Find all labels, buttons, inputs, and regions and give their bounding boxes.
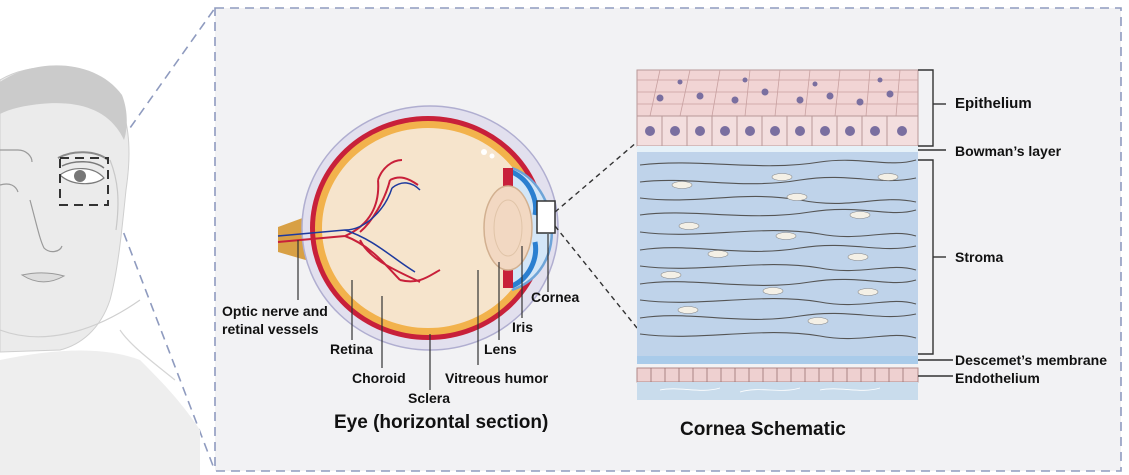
cornea-label: Cornea: [531, 290, 579, 304]
optic-nerve-label-line2: retinal vessels: [222, 322, 319, 336]
optic-nerve-label-line1: Optic nerve and: [222, 304, 328, 318]
lens-label: Lens: [484, 342, 517, 356]
descemets-membrane-label: Descemet’s membrane: [955, 353, 1107, 367]
epithelium-label: Epithelium: [955, 96, 1032, 111]
stroma-layer: [637, 150, 918, 358]
bowmans-layer-label: Bowman’s layer: [955, 144, 1061, 158]
lens-shape: [484, 186, 532, 270]
sclera-label: Sclera: [408, 391, 450, 405]
choroid-label: Choroid: [352, 371, 406, 385]
iris-label: Iris: [512, 320, 533, 334]
cornea-schematic-title: Cornea Schematic: [680, 420, 846, 439]
ciliary-bottom: [503, 270, 513, 288]
stroma-label: Stroma: [955, 250, 1003, 264]
descemet-membrane: [637, 356, 918, 364]
head-illustration: [0, 65, 200, 475]
ciliary-top: [503, 168, 513, 186]
zoom-line-top: [113, 8, 215, 152]
vitreous-humor-label: Vitreous humor: [445, 371, 548, 385]
eye-section-title: Eye (horizontal section): [334, 413, 548, 432]
endothelium-label: Endothelium: [955, 371, 1040, 385]
retina-label: Retina: [330, 342, 373, 356]
cornea-schematic: [637, 70, 918, 400]
cornea-zoom-box: [537, 201, 555, 233]
bowman-layer: [637, 146, 918, 152]
